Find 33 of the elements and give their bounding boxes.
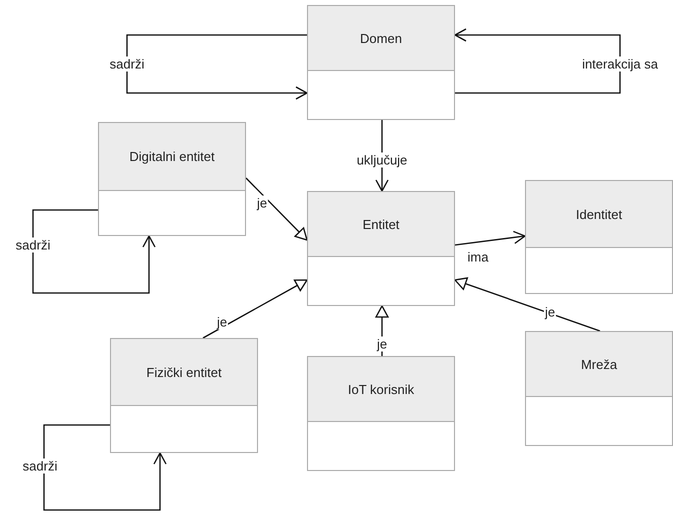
- edge-label: sadrži: [22, 458, 58, 474]
- connector-arrow: [126, 34, 308, 100]
- edge-label: sadrži: [14, 238, 52, 252]
- class-header: Identitet: [526, 181, 672, 248]
- edge-label: je: [216, 314, 228, 330]
- edge-label: je: [256, 196, 268, 210]
- connector-arrow: [43, 424, 167, 511]
- class-box: [525, 331, 673, 446]
- class-box: [307, 356, 455, 471]
- edge-label: je: [544, 304, 556, 320]
- class-header: Entitet: [308, 192, 454, 257]
- class-box: [307, 5, 455, 120]
- edge-label: sadrži: [108, 56, 146, 72]
- edge-label: je: [376, 336, 388, 352]
- connector-arrow: [454, 28, 621, 94]
- class-header: IoT korisnik: [308, 357, 454, 422]
- connector-arrow: [454, 230, 526, 246]
- class-box: [110, 338, 258, 453]
- class-header: Fizički entitet: [111, 339, 257, 406]
- edge-label: ima: [466, 250, 490, 264]
- class-header: Digitalni entitet: [99, 123, 245, 191]
- connector-arrow: [202, 279, 308, 339]
- connector-arrow: [375, 305, 389, 356]
- class-box: [98, 122, 246, 236]
- class-box: [525, 180, 673, 294]
- connector-arrow: [454, 277, 600, 332]
- edge-label: interakcija sa: [581, 56, 659, 72]
- edge-label: uključuje: [356, 152, 408, 168]
- class-box: [307, 191, 455, 306]
- class-header: Domen: [308, 6, 454, 71]
- connector-arrow: [246, 178, 308, 241]
- connector-arrow: [32, 209, 156, 294]
- class-header: Mreža: [526, 332, 672, 397]
